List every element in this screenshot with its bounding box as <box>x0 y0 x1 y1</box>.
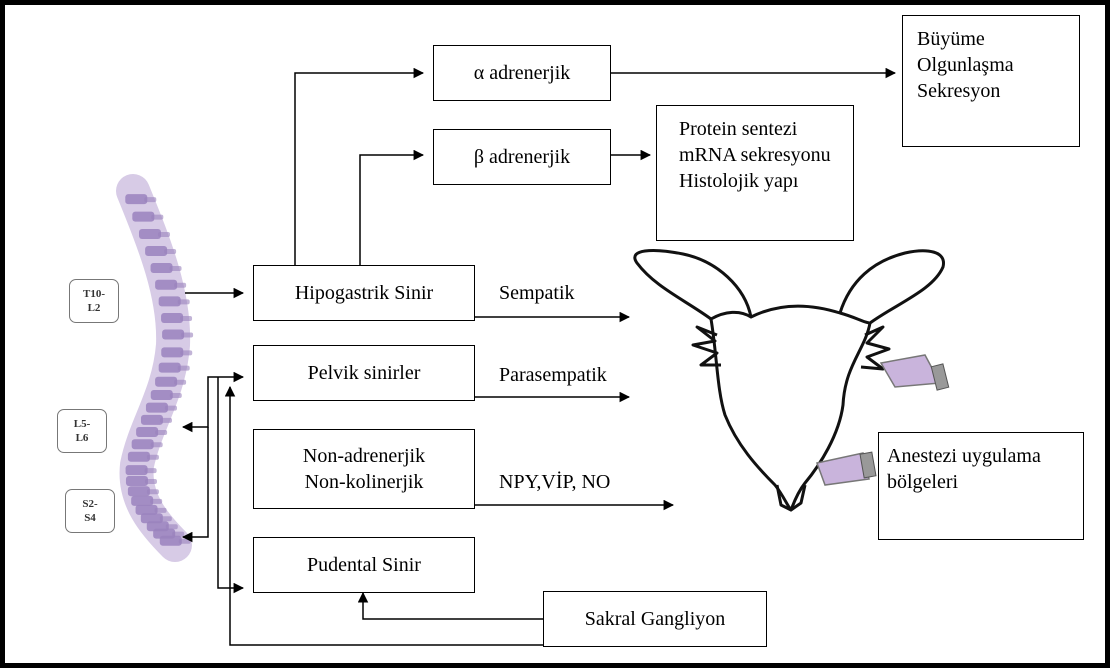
beta-effects-box: Protein sentezi mRNA sekresyonu Histoloj… <box>656 105 854 241</box>
npy-vip-no-label: NPY,VİP, NO <box>499 470 610 494</box>
anestezi-line2: bölgeleri <box>887 469 1083 495</box>
effect-mrna-sekresyonu: mRNA sekresyonu <box>679 142 853 168</box>
alpha-effects-box: Büyüme Olgunlaşma Sekresyon <box>902 15 1080 147</box>
hipogastrik-to-alpha-arrow <box>295 73 423 265</box>
hipogastrik-to-beta-arrow <box>360 155 423 265</box>
vertebra-s2-line2: S4 <box>84 511 96 525</box>
sakral-gangliyon-box: Sakral Gangliyon <box>543 591 767 647</box>
hipogastrik-sinir-box: Hipogastrik Sinir <box>253 265 475 321</box>
sakral-gangliyon-label: Sakral Gangliyon <box>585 606 726 632</box>
vertebra-label-s2: S2- S4 <box>65 489 115 533</box>
vertebra-t10-line1: T10- <box>83 287 105 301</box>
pudental-sinir-box: Pudental Sinir <box>253 537 475 593</box>
pudental-sinir-label: Pudental Sinir <box>307 552 421 578</box>
effect-sekresyon: Sekresyon <box>917 78 1079 104</box>
non-kolinerjik-label: Non-kolinerjik <box>305 469 424 495</box>
parasempatik-label: Parasempatik <box>499 363 607 387</box>
effect-buyume: Büyüme <box>917 26 1079 52</box>
alpha-adrenerjik-label: α adrenerjik <box>474 60 571 86</box>
beta-adrenerjik-box: β adrenerjik <box>433 129 611 185</box>
sakral-to-pudental-arrow <box>363 593 543 619</box>
alpha-adrenerjik-box: α adrenerjik <box>433 45 611 101</box>
effect-histolojik-yapi: Histolojik yapı <box>679 168 853 194</box>
non-adrenerjik-label: Non-adrenerjik <box>303 443 425 469</box>
vertebra-l5-line1: L5- <box>74 417 91 431</box>
anestezi-line1: Anestezi uygulama <box>887 443 1083 469</box>
s2-bracket-arrow <box>183 427 208 537</box>
vertebra-s2-line1: S2- <box>82 497 97 511</box>
pelvik-sinirler-box: Pelvik sinirler <box>253 345 475 401</box>
non-adrenerjik-box: Non-adrenerjik Non-kolinerjik <box>253 429 475 509</box>
anestezi-box: Anestezi uygulama bölgeleri <box>878 432 1084 540</box>
pelvik-sinirler-label: Pelvik sinirler <box>308 360 421 386</box>
effect-protein-sentezi: Protein sentezi <box>679 116 853 142</box>
beta-adrenerjik-label: β adrenerjik <box>474 144 570 170</box>
vertebra-label-t10: T10- L2 <box>69 279 119 323</box>
vertebra-t10-line2: L2 <box>88 301 101 315</box>
hipogastrik-sinir-label: Hipogastrik Sinir <box>295 280 433 306</box>
vertebra-l5-line2: L6 <box>76 431 89 445</box>
sempatik-label: Sempatik <box>499 281 575 305</box>
pelvik-l5-arrow <box>183 377 243 427</box>
effect-olgunlasma: Olgunlaşma <box>917 52 1079 78</box>
sakral-to-pelvik-arrow <box>230 387 543 645</box>
vertebra-label-l5: L5- L6 <box>57 409 107 453</box>
